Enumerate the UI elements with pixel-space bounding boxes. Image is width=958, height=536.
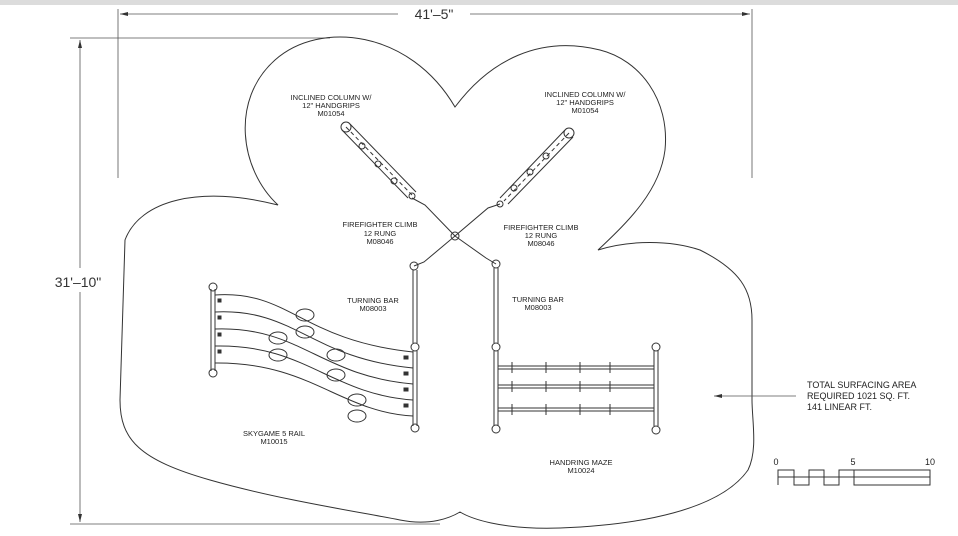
surfacing-note: TOTAL SURFACING AREA REQUIRED 1021 SQ. F… — [714, 380, 916, 412]
label-inclined-right: INCLINED COLUMN W/ 12" HANDGRIPS M01054 — [545, 90, 627, 115]
handring-maze — [491, 342, 661, 435]
label-handring: HANDRING MAZE M10024 — [550, 458, 613, 475]
svg-text:FIREFIGHTER CLIMB: FIREFIGHTER CLIMB — [503, 223, 578, 232]
svg-text:TURNING BAR: TURNING BAR — [512, 295, 564, 304]
svg-text:5: 5 — [850, 457, 855, 467]
inclined-column-right — [496, 127, 575, 208]
svg-text:12" HANDGRIPS: 12" HANDGRIPS — [302, 101, 360, 110]
svg-text:12" HANDGRIPS: 12" HANDGRIPS — [556, 98, 614, 107]
turning-bar-left — [410, 270, 420, 352]
width-dimension-label: 41'–5" — [415, 6, 454, 22]
label-inclined-left: INCLINED COLUMN W/ 12" HANDGRIPS M01054 — [291, 93, 373, 118]
label-skygame: SKYGAME 5 RAIL M10015 — [243, 429, 305, 446]
svg-text:M08046: M08046 — [366, 237, 393, 246]
svg-text:M08046: M08046 — [527, 239, 554, 248]
svg-text:INCLINED COLUMN W/: INCLINED COLUMN W/ — [291, 93, 373, 102]
svg-text:M01054: M01054 — [571, 106, 598, 115]
svg-text:12 RUNG: 12 RUNG — [525, 231, 558, 240]
turning-bar-right — [491, 268, 501, 352]
top-toolbar-strip — [0, 0, 958, 5]
height-dimension-label: 31'–10" — [55, 274, 102, 290]
svg-text:M08003: M08003 — [359, 304, 386, 313]
svg-text:0: 0 — [773, 457, 778, 467]
scale-bar: 0 5 10 — [773, 457, 935, 486]
svg-text:INCLINED COLUMN W/: INCLINED COLUMN W/ — [545, 90, 627, 99]
height-dimension: 31'–10" — [55, 37, 440, 525]
inclined-column-left — [340, 121, 417, 200]
svg-text:10: 10 — [925, 457, 935, 467]
svg-text:SKYGAME 5 RAIL: SKYGAME 5 RAIL — [243, 429, 305, 438]
svg-text:141 LINEAR FT.: 141 LINEAR FT. — [807, 402, 872, 412]
svg-text:FIREFIGHTER CLIMB: FIREFIGHTER CLIMB — [342, 220, 417, 229]
label-firefighter-right: FIREFIGHTER CLIMB 12 RUNG M08046 — [503, 223, 578, 248]
svg-text:M10024: M10024 — [567, 466, 594, 475]
firefighter-climb-pair — [409, 197, 501, 271]
label-firefighter-left: FIREFIGHTER CLIMB 12 RUNG M08046 — [342, 220, 417, 246]
skygame-rail — [208, 282, 420, 433]
svg-text:M10015: M10015 — [260, 437, 287, 446]
label-turning-left: TURNING BAR M08003 — [347, 296, 399, 313]
svg-text:M08003: M08003 — [524, 303, 551, 312]
svg-text:12 RUNG: 12 RUNG — [364, 229, 397, 238]
svg-text:TURNING BAR: TURNING BAR — [347, 296, 399, 305]
label-turning-right: TURNING BAR M08003 — [512, 295, 564, 312]
width-dimension: 41'–5" — [117, 6, 753, 178]
svg-text:M01054: M01054 — [317, 109, 344, 118]
svg-text:TOTAL SURFACING AREA: TOTAL SURFACING AREA — [807, 380, 916, 390]
svg-text:REQUIRED 1021 SQ. FT.: REQUIRED 1021 SQ. FT. — [807, 391, 910, 401]
surfacing-boundary — [119, 36, 755, 529]
svg-text:HANDRING MAZE: HANDRING MAZE — [550, 458, 613, 467]
